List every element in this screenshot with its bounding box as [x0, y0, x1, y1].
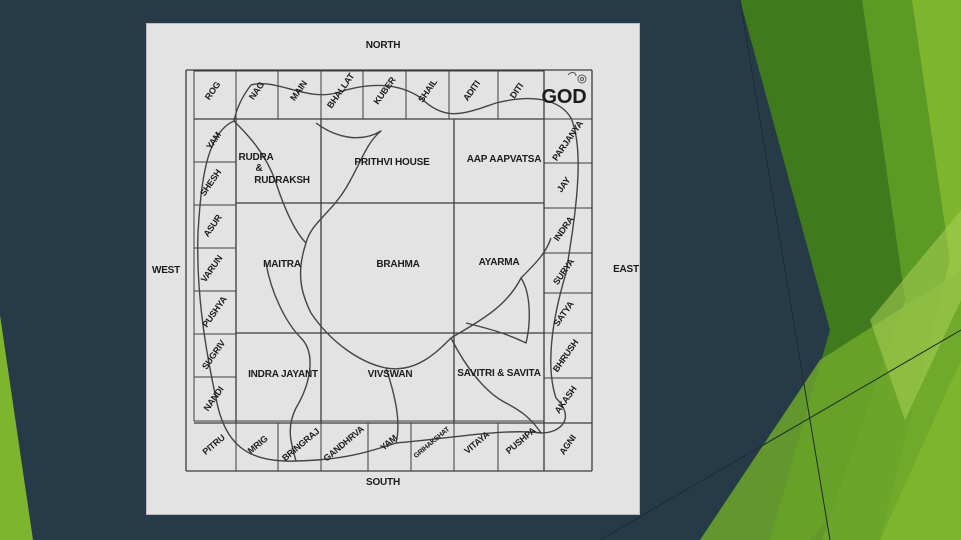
vastu-purush-diagram: NORTH SOUTH WEST EAST GOD ROG NAG MAIN B…	[146, 23, 640, 515]
diagram-grid	[185, 69, 593, 472]
maitra-label: MAITRA	[263, 259, 301, 270]
right-highlight-facet	[870, 210, 961, 420]
aap-aapvatsa-label: AAP AAPVATSA	[466, 154, 542, 165]
left-green-shard	[0, 315, 33, 540]
brahma-label: BRAHMA	[376, 259, 420, 270]
savitri-savita-label: SAVITRI & SAVITA	[457, 368, 541, 379]
direction-north-label: NORTH	[365, 40, 401, 51]
god-symbol	[567, 72, 587, 84]
ayarma-label: AYARMA	[478, 257, 520, 268]
east-column-dividers	[544, 118, 592, 379]
vastu-purush-figure-outline	[197, 83, 579, 462]
indra-jayant-label: INDRA JAYANT	[248, 369, 318, 380]
god-label: GOD	[541, 86, 587, 108]
south-row-dividers	[235, 423, 499, 471]
thin-accent-line-2	[599, 329, 961, 540]
thin-accent-line	[739, 0, 831, 540]
west-column-dividers	[194, 161, 236, 378]
direction-east-label: EAST	[613, 264, 639, 275]
direction-west-label: WEST	[151, 265, 181, 276]
prithvi-house-label: PRITHVI HOUSE	[354, 157, 430, 168]
north-row-dividers	[235, 71, 499, 119]
rudra-label: RUDRA	[238, 152, 274, 163]
ampersand-label: &	[255, 163, 263, 174]
rudraksh-label: RUDRAKSH	[254, 175, 310, 186]
vivswan-label: VIVSWAN	[367, 369, 413, 380]
direction-south-label: SOUTH	[365, 477, 401, 488]
